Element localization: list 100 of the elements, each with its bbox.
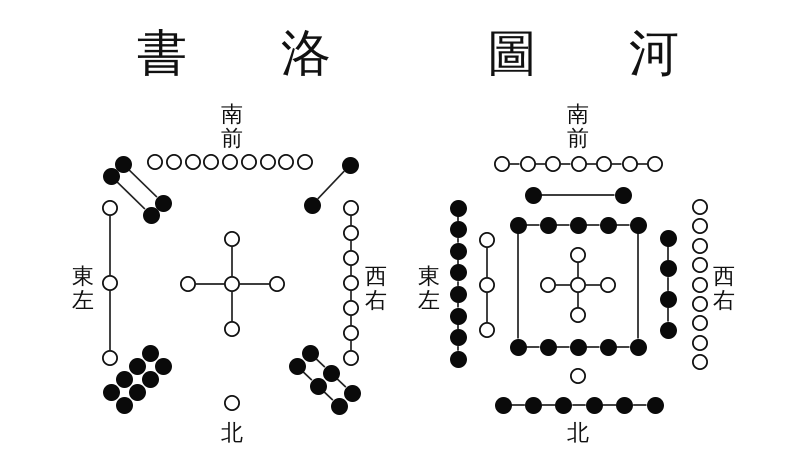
- direction-label: 東左: [72, 265, 94, 313]
- filled-dot: [330, 396, 348, 416]
- filled-dot: [494, 396, 512, 414]
- filled-dot: [128, 356, 146, 376]
- connector-line: [457, 302, 459, 308]
- filled-dot: [568, 216, 588, 234]
- connector-line: [510, 163, 520, 165]
- connector-line: [350, 316, 352, 325]
- open-dot: [296, 153, 314, 171]
- open-dot: [691, 314, 709, 332]
- open-dot: [518, 155, 536, 173]
- direction-label: 南前: [567, 103, 589, 151]
- connector-line: [542, 404, 556, 406]
- filled-dot: [288, 356, 306, 376]
- connector-line: [526, 346, 540, 348]
- connector-line: [561, 163, 570, 165]
- connector-line: [457, 346, 459, 351]
- open-dot: [342, 199, 360, 217]
- connector-line: [109, 216, 111, 275]
- title-character: 河: [629, 28, 679, 78]
- connector-line: [577, 263, 579, 277]
- filled-dot: [568, 338, 588, 356]
- connector-line: [231, 292, 233, 321]
- direction-label: 東左: [418, 265, 440, 313]
- open-dot: [691, 198, 709, 216]
- filled-dot: [658, 290, 678, 309]
- connector-line: [586, 346, 600, 348]
- connector-line: [616, 224, 630, 226]
- connector-line: [556, 224, 570, 226]
- connector-line: [667, 246, 669, 260]
- filled-dot: [448, 198, 468, 218]
- direction-label: 北: [221, 423, 243, 445]
- filled-dot: [615, 396, 634, 414]
- open-dot: [478, 276, 496, 294]
- connector-line: [556, 346, 570, 348]
- open-dot: [544, 155, 562, 173]
- direction-label: 西右: [713, 265, 735, 313]
- open-dot: [101, 274, 119, 292]
- filled-dot: [102, 166, 120, 186]
- filled-dot: [584, 396, 604, 414]
- open-dot: [342, 249, 360, 267]
- connector-line: [128, 169, 158, 198]
- filled-dot: [658, 228, 678, 248]
- filled-dot: [554, 396, 574, 414]
- filled-dot: [448, 284, 468, 304]
- open-dot: [569, 246, 587, 264]
- filled-dot: [538, 338, 558, 356]
- open-dot: [493, 155, 511, 173]
- connector-line: [350, 216, 352, 225]
- filled-dot: [538, 216, 558, 234]
- filled-dot: [154, 194, 172, 212]
- connector-line: [612, 163, 622, 165]
- connector-line: [602, 404, 616, 406]
- filled-dot: [646, 396, 664, 414]
- open-dot: [342, 274, 360, 292]
- open-dot: [258, 153, 276, 171]
- connector-line: [486, 293, 488, 322]
- open-dot: [184, 153, 202, 171]
- connector-line: [240, 283, 269, 285]
- open-dot: [202, 153, 220, 171]
- connector-line: [638, 163, 647, 165]
- open-dot: [268, 275, 286, 293]
- connector-line: [116, 181, 146, 210]
- filled-dot: [448, 263, 468, 282]
- connector-line: [486, 248, 488, 277]
- filled-dot: [448, 220, 468, 240]
- open-dot: [599, 276, 617, 294]
- open-dot: [223, 394, 241, 412]
- title-character: 圖: [487, 28, 537, 78]
- filled-dot: [508, 338, 528, 356]
- open-dot: [342, 349, 360, 367]
- open-dot: [240, 153, 258, 171]
- connector-line: [109, 291, 111, 350]
- open-dot: [179, 275, 197, 293]
- open-dot: [478, 321, 496, 339]
- open-dot: [101, 199, 119, 217]
- connector-line: [196, 283, 224, 285]
- connector-line: [633, 404, 646, 406]
- connector-line: [350, 291, 352, 300]
- filled-dot: [448, 350, 468, 369]
- filled-dot: [524, 186, 542, 204]
- filled-dot: [114, 154, 132, 174]
- open-dot: [569, 306, 587, 324]
- open-dot: [277, 153, 296, 171]
- filled-dot: [448, 328, 468, 348]
- title-character: 洛: [281, 28, 331, 78]
- connector-line: [336, 378, 346, 388]
- filled-dot: [598, 216, 618, 234]
- open-dot: [223, 230, 241, 248]
- open-dot: [342, 299, 360, 317]
- connector-line: [637, 234, 639, 338]
- filled-dot: [342, 384, 362, 402]
- direction-label: 北: [567, 423, 589, 445]
- open-dot: [342, 324, 360, 342]
- connector-line: [457, 216, 459, 222]
- connector-line: [586, 163, 596, 165]
- open-dot: [223, 275, 241, 293]
- filled-dot: [128, 382, 146, 402]
- filled-dot: [524, 396, 543, 414]
- title-character: 書: [137, 28, 187, 78]
